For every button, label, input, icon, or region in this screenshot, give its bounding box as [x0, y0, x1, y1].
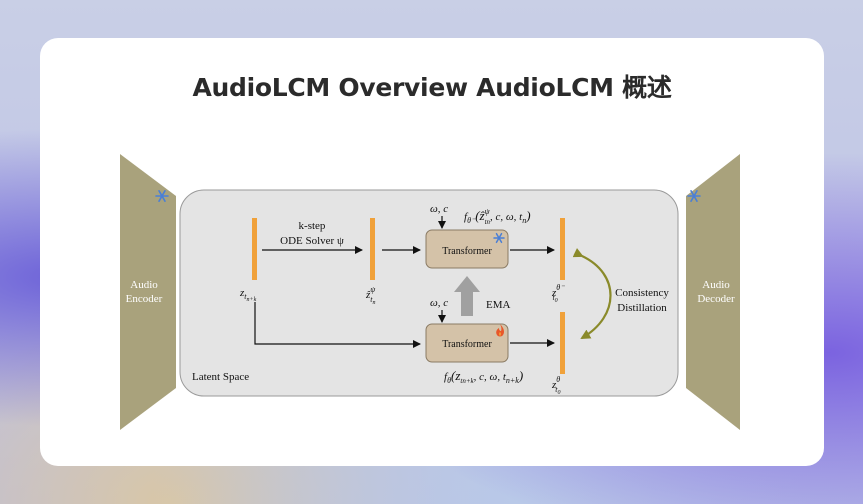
latent-bar-online	[560, 312, 565, 374]
ema-arrow	[454, 276, 480, 316]
audiolcm-diagram: Audio Encoder Audio Decoder Latent Space…	[120, 154, 740, 430]
snowflake-icon	[493, 232, 505, 244]
f-online-label: fθ(ztn+k, c, ω, tn+k)	[444, 368, 523, 385]
page-title: AudioLCM Overview AudioLCM 概述	[192, 73, 672, 102]
decoder-label-line1: Audio	[702, 279, 730, 291]
flame-icon	[496, 324, 504, 337]
omega-c-bottom: ω, c	[430, 297, 448, 309]
slide-card: AudioLCM Overview AudioLCM 概述 Audio Enco…	[40, 38, 824, 466]
consistency-label-line2: Distillation	[617, 302, 667, 314]
transformer-top	[425, 229, 509, 269]
transformer-bottom	[425, 323, 509, 363]
encoder-label-line1: Audio	[130, 279, 158, 291]
audio-decoder-block: Audio Decoder	[686, 154, 740, 430]
transformer-top-label: Transformer	[442, 246, 492, 257]
audio-encoder-block: Audio Encoder	[120, 154, 176, 430]
snowflake-icon	[155, 190, 169, 202]
z-start-label: ztn+k	[239, 287, 257, 303]
encoder-label-line2: Encoder	[126, 293, 163, 305]
latent-bar-target	[560, 218, 565, 280]
latent-space-label: Latent Space	[192, 371, 249, 383]
decoder-label-line2: Decoder	[697, 293, 735, 305]
consistency-label-line1: Consistency	[615, 287, 669, 299]
zstart-to-online-arrow	[254, 302, 421, 348]
latent-bar-zhat	[370, 218, 375, 280]
ode-label-line1: k-step	[299, 220, 326, 232]
transformer-bottom-label: Transformer	[442, 339, 492, 350]
latent-bar-start	[252, 218, 257, 280]
consistency-arrow	[572, 248, 612, 340]
omega-c-top: ω, c	[430, 203, 448, 215]
ode-label-line2: ODE Solver ψ	[280, 235, 344, 247]
z-target-label: zθ⁻t0	[551, 283, 565, 304]
snowflake-icon	[687, 190, 701, 202]
ema-label: EMA	[486, 299, 511, 311]
